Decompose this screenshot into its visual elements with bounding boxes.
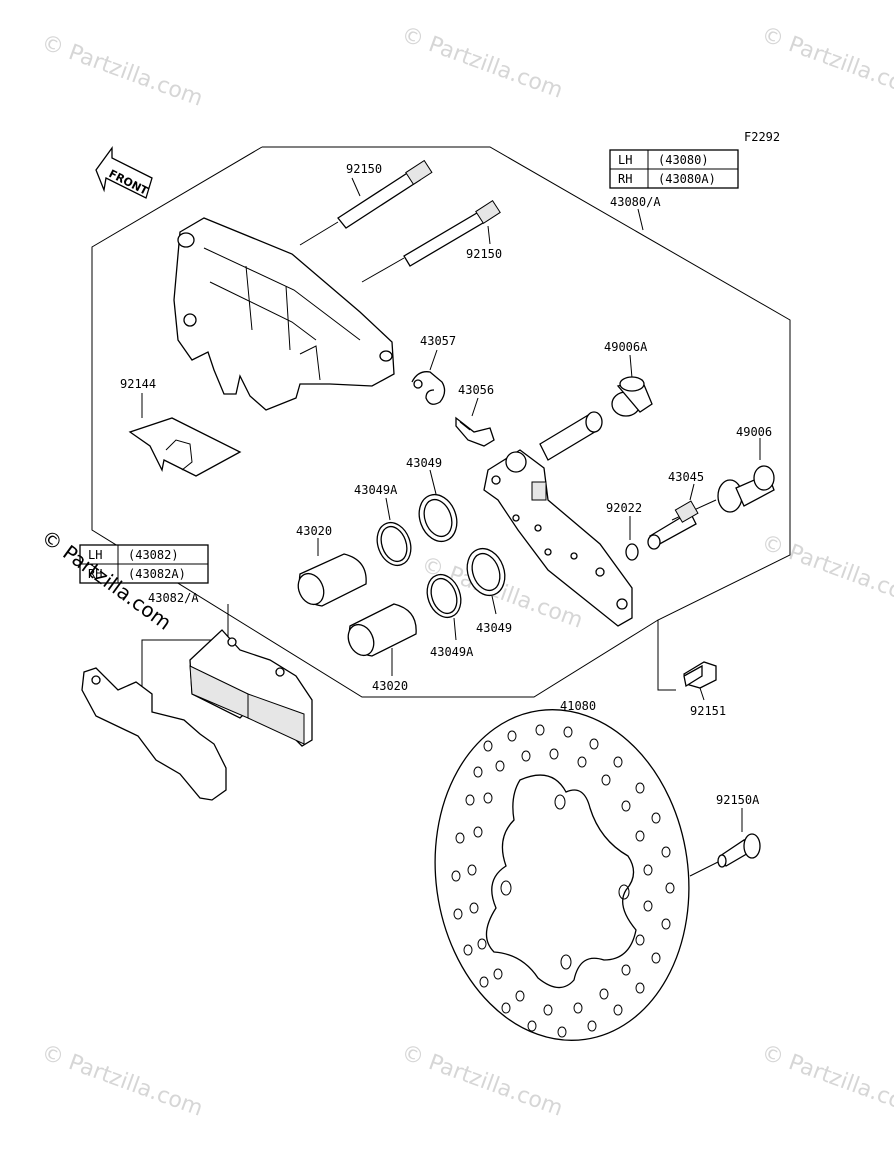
pad-lh-part: (43082) xyxy=(128,548,179,562)
caliper-table: LH (43080) RH (43080A) 43080/A xyxy=(609,149,739,231)
part-49006a xyxy=(611,354,653,417)
part-43049a-top xyxy=(376,497,412,567)
part-label-43056: 43056 xyxy=(458,383,494,397)
part-92150a xyxy=(689,808,761,877)
pad-rh-part: (43082A) xyxy=(128,567,186,581)
brake-disc xyxy=(434,709,690,1041)
brake-pads xyxy=(81,629,313,801)
part-43049a-bot xyxy=(426,573,462,641)
part-43045 xyxy=(647,483,699,550)
caliper-rh-part: (43080A) xyxy=(658,172,716,186)
pad-table: LH (43082) RH (43082A) 43082/A xyxy=(79,544,229,690)
caliper-body xyxy=(173,217,395,411)
part-43020-bot xyxy=(347,603,417,676)
part-43049-bot xyxy=(466,547,506,615)
part-label-43049a-top: 43049A xyxy=(354,483,398,497)
caliper-lh: LH xyxy=(618,153,632,167)
part-label-92144: 92144 xyxy=(120,377,156,391)
disc-holes xyxy=(451,724,675,1038)
part-label-43020-top: 43020 xyxy=(296,524,332,538)
part-label-43045: 43045 xyxy=(668,470,704,484)
assembly-outline xyxy=(262,146,791,691)
part-label-43057: 43057 xyxy=(420,334,456,348)
part-label-41080: 41080 xyxy=(560,699,596,713)
watermark: © Partzilla.com xyxy=(398,22,566,104)
part-92022 xyxy=(625,516,639,561)
pin-92150-top xyxy=(299,159,433,246)
part-label-92150-top: 92150 xyxy=(346,162,382,176)
caliper-ref: 43080/A xyxy=(610,195,661,209)
part-label-43049a-bot: 43049A xyxy=(430,645,474,659)
part-label-49006a: 49006A xyxy=(604,340,648,354)
part-label-92150-mid: 92150 xyxy=(466,247,502,261)
part-43049-top xyxy=(418,469,458,543)
watermark: © Partzilla.com xyxy=(38,1040,206,1122)
part-label-43020-bot: 43020 xyxy=(372,679,408,693)
part-92144 xyxy=(128,393,242,477)
caliper-rh: RH xyxy=(618,172,632,186)
part-label-43049-top: 43049 xyxy=(406,456,442,470)
part-43056 xyxy=(455,397,495,447)
part-label-92150a: 92150A xyxy=(716,793,760,807)
part-92151 xyxy=(683,661,717,701)
part-label-92151: 92151 xyxy=(690,704,726,718)
part-43057 xyxy=(411,349,446,405)
pad-ref: 43082/A xyxy=(148,591,199,605)
watermark: © Partzilla.com xyxy=(38,30,206,112)
caliper-bracket xyxy=(483,411,633,627)
pad-rh: RH xyxy=(88,567,102,581)
watermark: © Partzilla.com xyxy=(758,530,894,612)
watermark: © Partzilla.com xyxy=(398,1040,566,1122)
part-49006 xyxy=(671,438,775,521)
figure-code: F2292 xyxy=(744,130,780,144)
watermark: © Partzilla.com xyxy=(758,22,894,104)
pad-lh: LH xyxy=(88,548,102,562)
watermark: © Partzilla.com xyxy=(758,1040,894,1122)
part-label-49006: 49006 xyxy=(736,425,772,439)
part-43020-top xyxy=(297,538,367,607)
pin-92150-mid xyxy=(361,199,501,283)
part-label-92022: 92022 xyxy=(606,501,642,515)
front-arrow-icon: FRONT xyxy=(95,146,153,199)
caliper-lh-part: (43080) xyxy=(658,153,709,167)
part-label-43049-bot: 43049 xyxy=(476,621,512,635)
